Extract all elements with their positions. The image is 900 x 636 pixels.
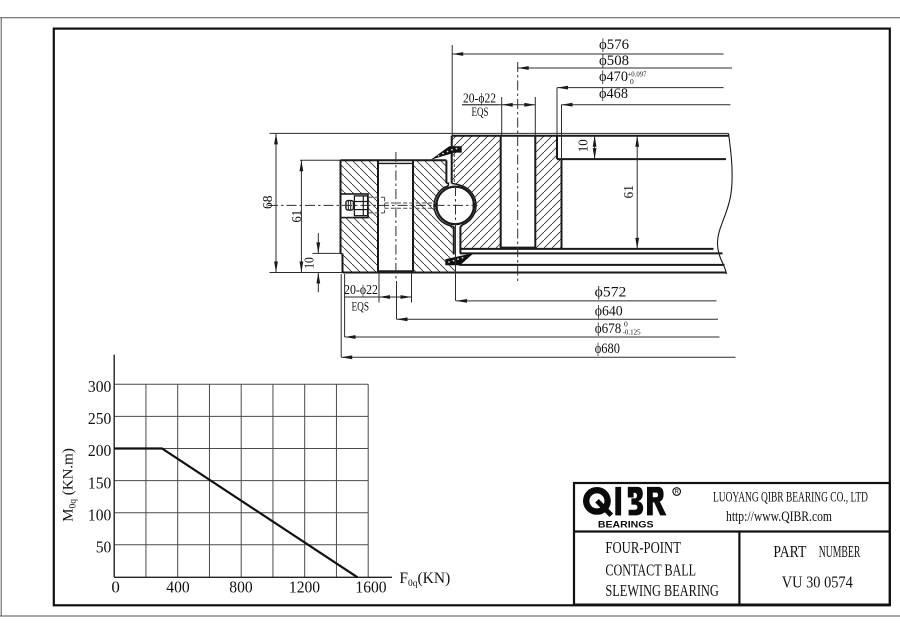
svg-text:300: 300 <box>88 377 111 396</box>
svg-text:200: 200 <box>88 441 111 460</box>
svg-text:FOUR-POINT: FOUR-POINT <box>605 538 681 557</box>
svg-text:ϕ468: ϕ468 <box>599 86 628 102</box>
svg-text:SLEWING BEARING: SLEWING BEARING <box>605 581 718 600</box>
svg-text:ϕ508: ϕ508 <box>599 53 629 69</box>
svg-text:0: 0 <box>630 77 634 86</box>
svg-text:http://www.QIBR.com: http://www.QIBR.com <box>726 509 832 525</box>
svg-text:800: 800 <box>229 577 252 596</box>
svg-text:250: 250 <box>88 409 111 428</box>
svg-text:+0.097: +0.097 <box>628 70 647 79</box>
svg-text:LUOYANG QIBR BEARING CO., LTD: LUOYANG QIBR BEARING CO., LTD <box>713 490 868 506</box>
svg-text:50: 50 <box>96 538 112 557</box>
svg-text:68: 68 <box>261 196 276 210</box>
svg-text:10: 10 <box>576 139 591 152</box>
svg-text:BEARINGS: BEARINGS <box>598 519 654 530</box>
svg-text:1200: 1200 <box>289 577 320 596</box>
svg-text:R: R <box>675 490 680 496</box>
svg-text:61: 61 <box>290 210 305 223</box>
svg-text:ϕ678: ϕ678 <box>595 321 622 337</box>
svg-text:VU 30 0574: VU 30 0574 <box>782 573 853 592</box>
svg-text:0: 0 <box>111 577 120 596</box>
svg-text:1600: 1600 <box>355 577 386 596</box>
svg-text:20-ϕ22: 20-ϕ22 <box>463 91 496 106</box>
svg-text:10: 10 <box>303 257 318 269</box>
svg-text:CONTACT BALL: CONTACT BALL <box>605 560 696 579</box>
svg-text:61: 61 <box>622 185 637 198</box>
svg-text:F0q(KN): F0q(KN) <box>399 570 450 589</box>
svg-text:150: 150 <box>88 473 111 492</box>
svg-text:ϕ572: ϕ572 <box>595 285 627 301</box>
svg-text:EQS: EQS <box>352 299 370 314</box>
svg-text:100: 100 <box>88 505 111 524</box>
svg-text:ϕ576: ϕ576 <box>599 37 629 53</box>
svg-text:PART: PART <box>773 542 806 561</box>
svg-text:ϕ680: ϕ680 <box>595 341 620 357</box>
svg-text:0: 0 <box>624 320 628 329</box>
svg-text:-0.125: -0.125 <box>623 328 641 337</box>
svg-text:NUMBER: NUMBER <box>819 542 861 561</box>
svg-text:20-ϕ22: 20-ϕ22 <box>344 283 378 298</box>
svg-text:400: 400 <box>166 577 189 596</box>
svg-text:M0q (KN.m): M0q (KN.m) <box>61 448 79 522</box>
svg-text:EQS: EQS <box>472 104 489 119</box>
svg-text:ϕ640: ϕ640 <box>595 304 623 320</box>
svg-text:ϕ470: ϕ470 <box>599 69 628 85</box>
